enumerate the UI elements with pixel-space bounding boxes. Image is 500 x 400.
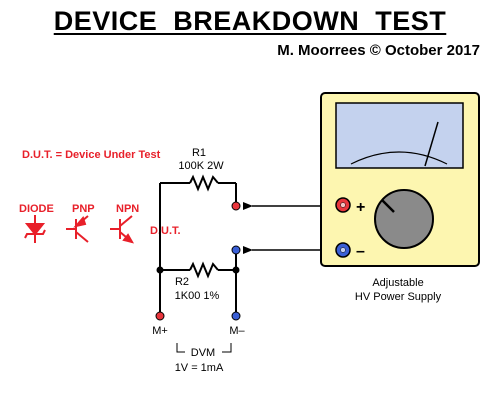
r1-value-label: 100K 2W [178,160,224,172]
meter-needle [424,121,439,167]
meter-face [335,102,464,169]
pnp-symbol [66,215,89,243]
dut-terminal-blue[interactable] [231,245,241,255]
diode-symbol [24,215,46,243]
pnp-label: PNP [72,203,95,215]
supply-label-line1: Adjustable [372,277,423,289]
meter-minus-label: M– [229,325,245,337]
page-title: DEVICE BREAKDOWN TEST [53,6,447,36]
author-credit: M. Moorrees © October 2017 [277,42,480,59]
r2-name-label: R2 [175,276,189,288]
r1-resistor [189,174,219,192]
meter-minus-terminal[interactable] [231,311,241,321]
meter-plus-terminal[interactable] [155,311,165,321]
r1-name-label: R1 [192,147,206,159]
supply-label-line2: HV Power Supply [355,291,442,303]
dut-terminal-red[interactable] [231,201,241,211]
npn-symbol [110,215,135,244]
dvm-label: DVM [191,347,215,359]
junction-dot [232,266,240,274]
knob-pointer [381,199,395,213]
dut-definition-text: D.U.T. = Device Under Test [22,149,161,161]
dvm-bracket [176,343,232,353]
diode-label: DIODE [19,203,54,215]
meter-scale-arc [350,151,448,165]
circuit-wires [159,182,237,312]
npn-label: NPN [116,203,139,215]
r2-resistor [189,261,219,279]
scale-label: 1V = 1mA [175,362,224,374]
voltage-knob[interactable] [374,189,434,249]
junction-dot [156,266,164,274]
supply-minus-terminal-center [340,247,346,253]
supply-plus-terminal-center [340,202,346,208]
supply-plus-sign: + [356,199,365,216]
power-supply: + – [320,92,480,267]
r2-value-label: 1K00 1% [175,290,220,302]
dut-label: D.U.T. [150,225,181,237]
supply-minus-sign: – [356,243,365,260]
meter-plus-label: M+ [152,325,168,337]
